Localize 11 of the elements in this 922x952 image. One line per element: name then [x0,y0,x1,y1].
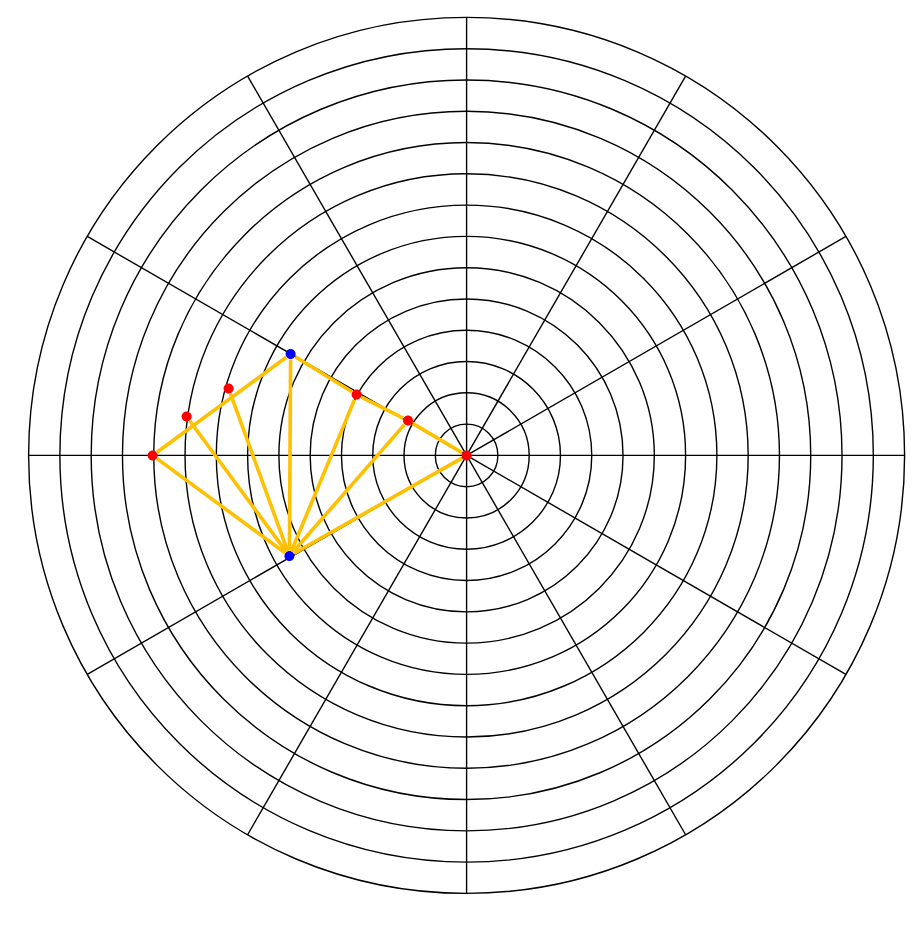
connector-line [360,395,404,420]
connector-line [287,359,293,551]
connector-line [188,419,288,553]
connector-line [293,456,463,555]
connector-line [155,355,288,454]
connector-line [228,393,290,552]
connector-line [291,423,406,554]
connector-line [294,355,353,394]
connector-line [411,421,463,455]
connector-line [289,398,357,552]
connector-line [155,457,287,555]
